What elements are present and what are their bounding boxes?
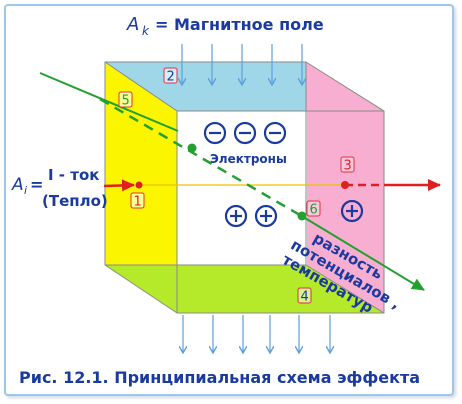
current-out-dot: [341, 181, 349, 189]
current-symbol-subscript: i: [24, 184, 27, 197]
svg-text:3: 3: [344, 159, 352, 174]
plus-circle-icon: [340, 199, 364, 223]
magnetic-field-symbol-subscript: k: [142, 24, 150, 38]
svg-text:5: 5: [122, 94, 130, 109]
current-symbol: A: [11, 175, 24, 195]
electron-symbols: [203, 121, 287, 145]
current-label: I - ток: [48, 166, 99, 184]
magnetic-field-label: = Магнитное поле: [155, 15, 324, 34]
minus-circle-icon: [203, 121, 227, 145]
heat-flow-line-dashed: [99, 97, 306, 220]
heat-flow-line-solid-start: [39, 72, 179, 132]
svg-text:2: 2: [167, 70, 175, 85]
svg-text:1: 1: [134, 195, 142, 210]
svg-text:4: 4: [301, 290, 309, 305]
number-box-6: 6: [306, 200, 321, 218]
svg-text:6: 6: [310, 203, 318, 218]
number-box-1: 1: [130, 192, 145, 210]
figure-caption: Рис. 12.1. Принципиальная схема эффекта: [19, 368, 420, 387]
cube-bottom-face: [105, 265, 384, 313]
heat-flow-dot-1: [187, 143, 197, 153]
number-box-2: 2: [163, 67, 178, 85]
heat-flow-dot-2: [297, 211, 307, 221]
positive-charge-symbols: [224, 199, 364, 228]
number-box-3: 3: [340, 156, 355, 174]
current-equals: =: [30, 175, 43, 194]
heat-label: (Тепло): [42, 192, 108, 210]
magnetic-field-symbol: A: [126, 14, 139, 35]
current-in-dot: [135, 181, 143, 189]
current-in-arrow: [103, 179, 135, 192]
number-box-5: 5: [118, 91, 133, 109]
minus-circle-icon: [263, 121, 287, 145]
cube-edges: [104, 61, 385, 314]
cube-front-face: [177, 111, 307, 265]
diagram-frame: [4, 4, 454, 396]
plus-circle-icon: [224, 204, 248, 228]
minus-circle-icon: [233, 121, 257, 145]
magnetic-field-arrows-bottom: [183, 315, 330, 352]
electrons-label: Электроны: [210, 152, 287, 166]
plus-circle-icon: [254, 204, 278, 228]
number-box-4: 4: [297, 287, 312, 305]
heat-flow-line-solid-end: [304, 217, 425, 291]
magnetic-field-arrows-top: [182, 44, 302, 84]
